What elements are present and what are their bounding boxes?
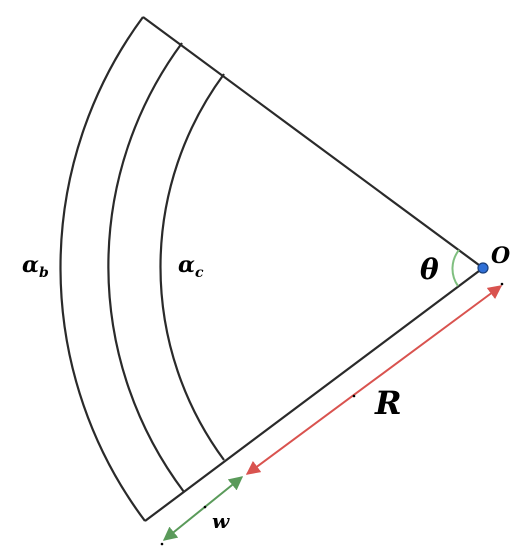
middle-arc	[107, 42, 185, 493]
label-origin: O	[491, 243, 510, 269]
upper-edge	[142, 16, 484, 269]
lower-edge	[144, 267, 484, 522]
origin-dot	[477, 262, 489, 274]
width-arrow-end-dot	[160, 542, 164, 546]
radius-arrow	[245, 285, 503, 475]
inner-arc	[159, 73, 225, 461]
radius-arrow-end-dot	[500, 282, 504, 286]
label-alpha-c: αc	[178, 252, 204, 281]
width-arrow	[162, 476, 244, 541]
outer-arc	[59, 16, 146, 522]
label-radius: R	[374, 384, 402, 422]
theta-arc	[451, 249, 460, 287]
radius-arrow-mid-dot	[352, 394, 356, 398]
width-arrow-mid-dot	[203, 505, 207, 509]
label-theta: θ	[420, 253, 439, 286]
label-alpha-b: αb	[22, 252, 49, 281]
label-width: w	[212, 509, 230, 533]
